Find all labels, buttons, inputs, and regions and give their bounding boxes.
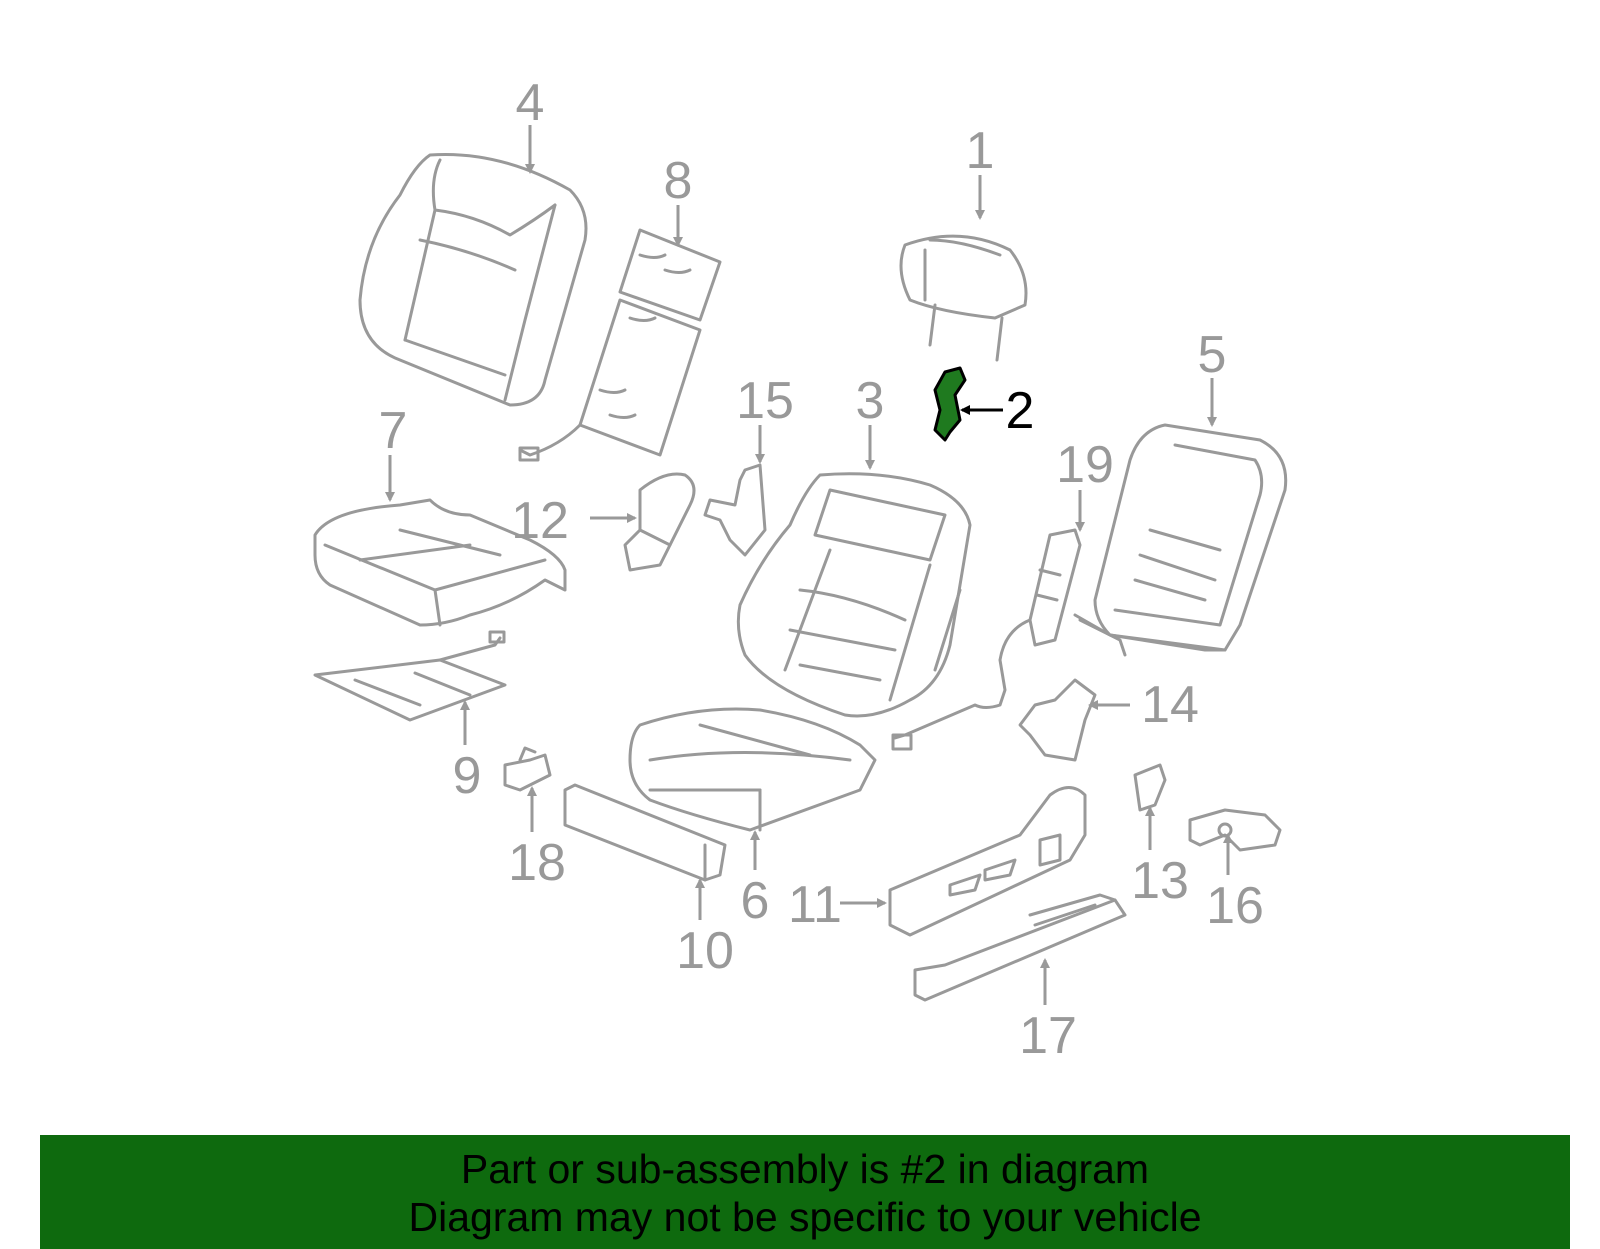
callout-19: 19 (1056, 436, 1114, 494)
part-14-bracket (1018, 678, 1097, 762)
part-10-trim-bar (563, 783, 727, 882)
callout-14: 14 (1141, 676, 1199, 734)
callout-18: 18 (508, 834, 566, 892)
callout-16: 16 (1206, 877, 1264, 935)
callout-9: 9 (453, 747, 482, 805)
part-16-cover (1188, 808, 1282, 852)
part-9-cushion-heater (313, 630, 507, 722)
part-4-seatback-cover (358, 152, 588, 407)
callout-12: 12 (511, 492, 569, 550)
part-17-rail-cover (913, 893, 1127, 1002)
callout-15: 15 (736, 372, 794, 430)
callout-3: 3 (856, 372, 885, 430)
callout-2: 2 (1006, 382, 1035, 440)
part-18-clip (503, 746, 552, 792)
callout-7: 7 (379, 402, 408, 460)
part-8-heater-pad (518, 228, 722, 462)
callout-10: 10 (676, 922, 734, 980)
part-12-bracket (623, 472, 696, 572)
part-3-seatback-pad (736, 472, 972, 718)
callout-13: 13 (1131, 852, 1189, 910)
callout-1: 1 (966, 122, 995, 180)
callout-17: 17 (1019, 1007, 1077, 1065)
part-11-side-trim (888, 786, 1087, 937)
callout-6: 6 (741, 872, 770, 930)
part-1-headrest (899, 234, 1028, 362)
info-banner: Part or sub-assembly is #2 in diagram Di… (40, 1135, 1570, 1249)
part-15-bracket (703, 463, 767, 557)
banner-line-1: Part or sub-assembly is #2 in diagram (460, 1146, 1150, 1192)
part-19-side-airbag (891, 528, 1082, 751)
part-2-highlighted-bracket (933, 366, 967, 442)
callout-5: 5 (1198, 326, 1227, 384)
callout-8: 8 (664, 152, 693, 210)
part-13-cover (1133, 763, 1167, 812)
banner-line-2: Diagram may not be specific to your vehi… (408, 1194, 1202, 1240)
part-6-cushion-pad (628, 707, 877, 832)
callout-4: 4 (516, 74, 545, 132)
part-7-cushion-cover (313, 498, 567, 627)
part-5-seatback-frame (1073, 423, 1288, 657)
callout-11: 11 (788, 876, 842, 934)
